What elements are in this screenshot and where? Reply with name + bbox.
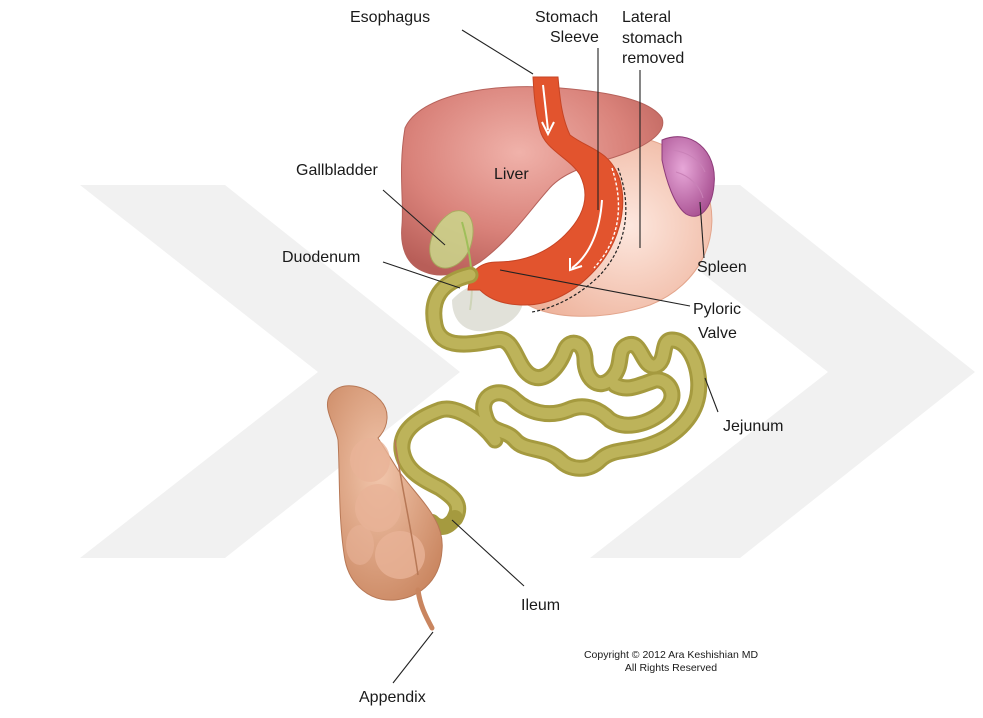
label-lateral-line1: Lateral [622, 9, 671, 26]
label-lateral-line3: removed [622, 50, 684, 67]
copyright-line1: Copyright © 2012 Ara Keshishian MD [584, 649, 758, 661]
label-stomach-sleeve-line1: Stomach [535, 9, 598, 26]
copyright: Copyright © 2012 Ara Keshishian MD All R… [584, 649, 758, 674]
label-appendix: Appendix [359, 689, 426, 706]
label-stomach-sleeve-line2: Sleeve [550, 29, 599, 46]
label-ileum: Ileum [521, 597, 560, 614]
label-duodenum: Duodenum [282, 249, 360, 266]
copyright-line2: All Rights Reserved [625, 662, 717, 674]
label-pyloric-line1: Pyloric [693, 301, 741, 318]
label-lateral-line2: stomach [622, 30, 682, 47]
label-gallbladder: Gallbladder [296, 162, 379, 179]
label-pyloric-line2: Valve [698, 325, 737, 342]
label-esophagus: Esophagus [350, 9, 430, 26]
label-spleen: Spleen [697, 259, 747, 276]
label-jejunum: Jejunum [723, 418, 783, 435]
label-liver: Liver [494, 166, 529, 183]
